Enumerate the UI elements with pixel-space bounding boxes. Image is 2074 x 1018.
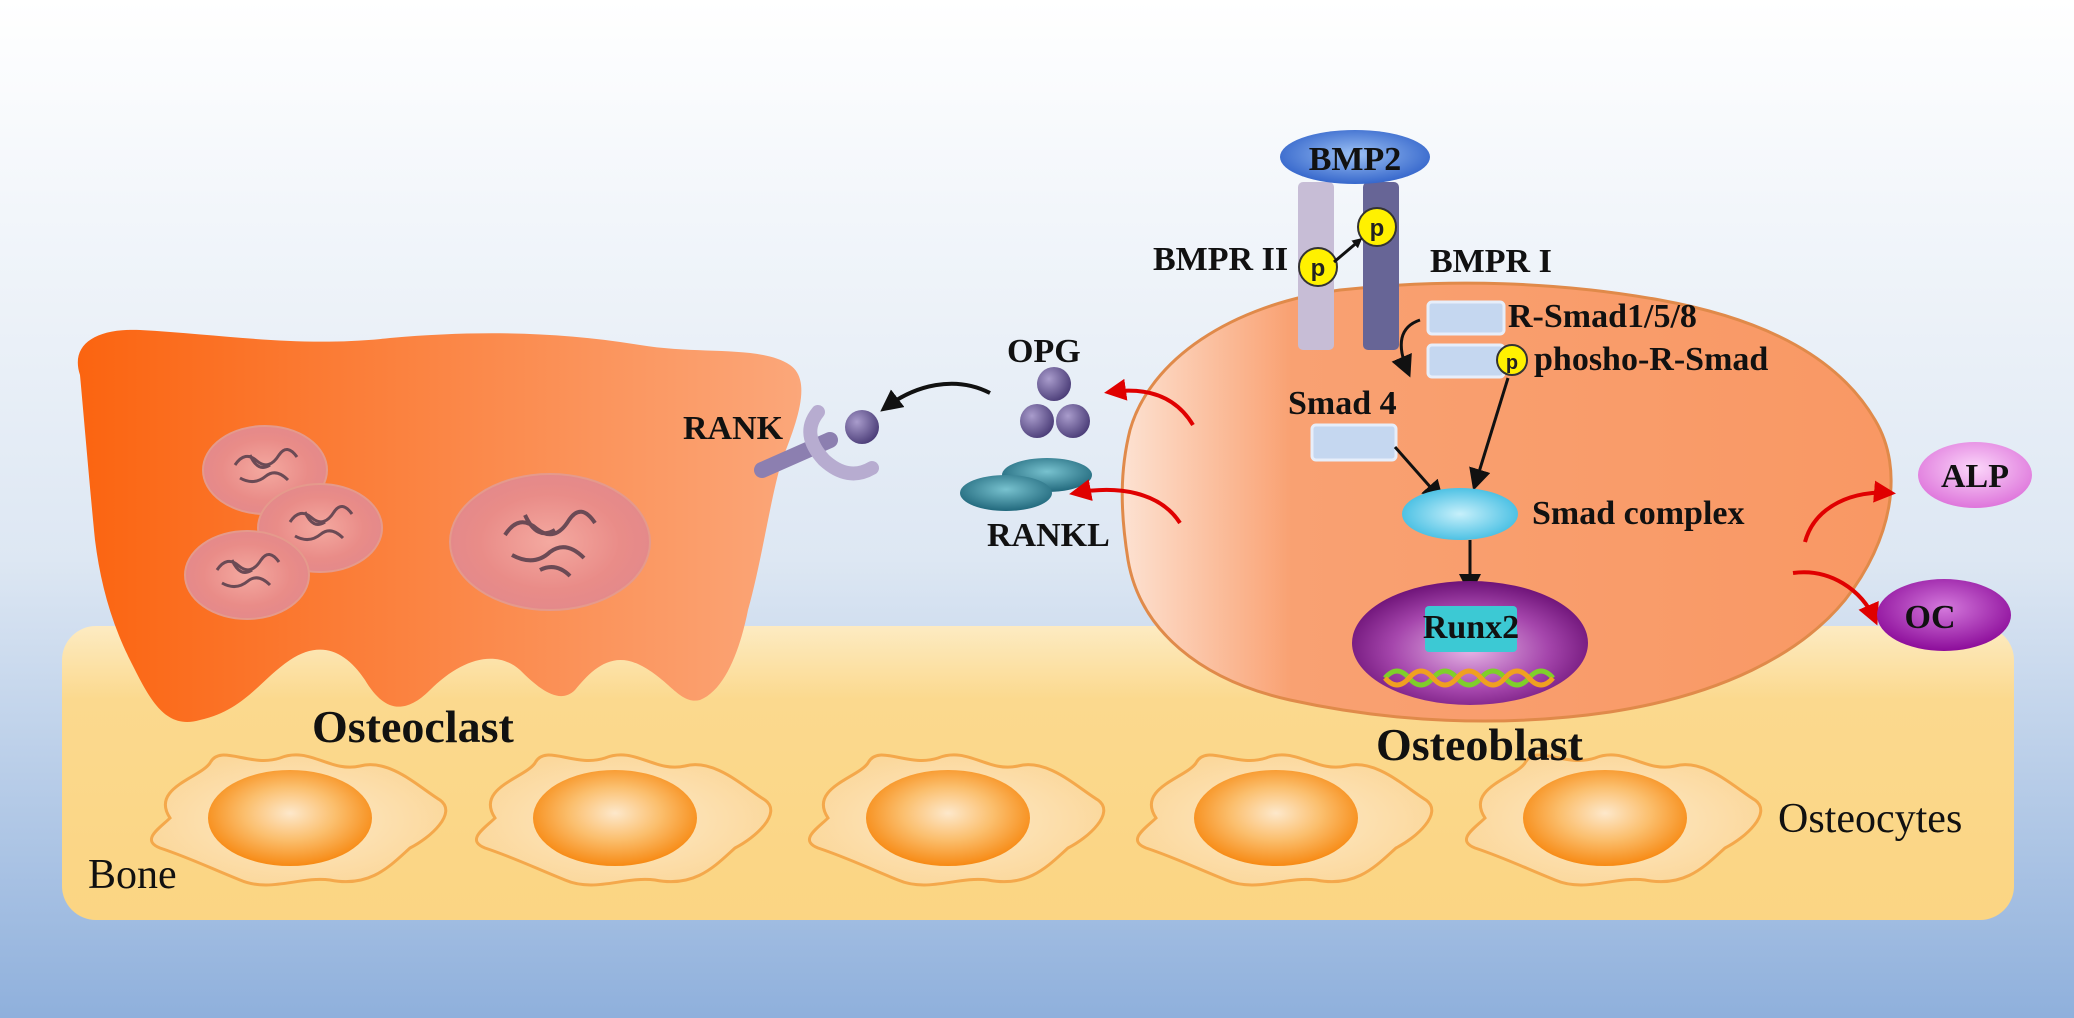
osteoclast-cell: [77, 329, 802, 722]
rank-receptor: [754, 405, 879, 481]
osteoblast-to-opg-arrow: [1104, 378, 1195, 427]
runx2-nucleus: [1352, 581, 1588, 705]
phospho-glyph: p: [1506, 352, 1518, 374]
rank-label: RANK: [683, 410, 784, 447]
osteocyte: [475, 753, 773, 887]
osteoblast-to-alp-arrow: [1803, 480, 1896, 543]
phospho-to-complex-arrow: [1469, 377, 1510, 491]
smad-complex: [1402, 488, 1518, 540]
osteocyte: [1136, 753, 1434, 887]
opg-to-rank-arrow: [880, 381, 991, 412]
opg-label: OPG: [1007, 333, 1081, 370]
runx2-label: Runx2: [1423, 609, 1519, 646]
nucleus: [184, 530, 310, 620]
osteoclast-label: Osteoclast: [312, 701, 515, 752]
opg-cluster: [1020, 367, 1090, 438]
oc-marker: [1877, 579, 2011, 651]
osteocyte: [1465, 753, 1763, 887]
osteoblast-to-oc-arrow: [1792, 570, 1879, 626]
osteocytes-label: Osteocytes: [1778, 796, 1962, 842]
phospho-icon: [1357, 207, 1397, 247]
phospho-glyph: p: [1311, 255, 1326, 282]
rankl-label: RANKL: [987, 517, 1110, 554]
dna-strand: [1383, 668, 1555, 688]
phospho-icon: [1496, 344, 1528, 376]
r-smad-to-phospho-arrow: [1391, 318, 1421, 378]
bone-label: Bone: [88, 852, 177, 898]
osteoblast-to-rankl-arrow: [1069, 479, 1182, 525]
opg-bound-ball: [845, 410, 879, 444]
smad4-box: [1310, 423, 1398, 462]
osteocyte: [150, 753, 448, 887]
r-smad-label: R-Smad1/5/8: [1508, 298, 1697, 335]
phospho-r-smad-box: [1426, 343, 1506, 379]
bmpr1-label: BMPR I: [1430, 243, 1552, 280]
alp-label: ALP: [1941, 458, 2009, 495]
phospho-r-smad-label: phosho-R-Smad: [1534, 341, 1768, 378]
bmpr1-receptor: [1363, 182, 1399, 350]
smad4-label: Smad 4: [1288, 385, 1397, 422]
phosphorylation-arrow: [1333, 238, 1363, 264]
smad-complex-label: Smad complex: [1532, 495, 1745, 532]
phospho-glyph: p: [1370, 215, 1385, 242]
osteoblast-label: Osteoblast: [1376, 719, 1584, 770]
bmp2-label: BMP2: [1309, 141, 1402, 178]
bmpr2-label: BMPR II: [1153, 241, 1288, 278]
osteoclast-nuclei: [184, 425, 651, 620]
r-smad-box: [1426, 300, 1506, 336]
osteocyte-row: [150, 753, 1763, 887]
osteocyte: [808, 753, 1106, 887]
bmp2-ligand: [1280, 130, 1430, 184]
runx2-box: [1425, 606, 1517, 652]
oc-label: OC: [1905, 599, 1956, 636]
smad4-to-complex-arrow: [1393, 446, 1444, 503]
nucleus: [449, 473, 651, 611]
alp-marker: [1918, 442, 2032, 508]
phospho-icon: [1298, 247, 1338, 287]
